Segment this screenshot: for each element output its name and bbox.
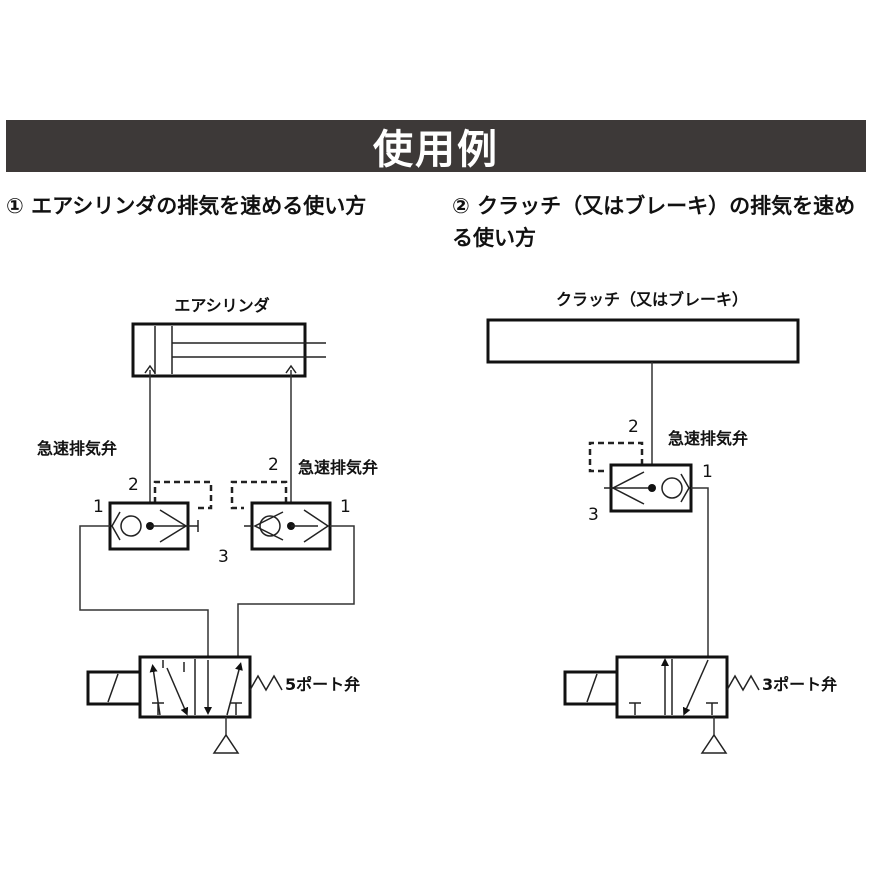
clutch-label: クラッチ（又はブレーキ） <box>556 290 748 309</box>
pipe-right-to-5port <box>237 525 355 657</box>
three-port-valve-label: 3ポート弁 <box>762 675 837 694</box>
quick-exhaust-valve-clutch <box>588 441 693 513</box>
banner-title: 使用例 <box>373 127 499 173</box>
five-port-valve-label: 5ポート弁 <box>285 675 360 694</box>
pipe-valve-to-3port <box>691 487 709 657</box>
section1-heading: ① エアシリンダの排気を速める使い方 <box>6 194 367 218</box>
title-banner: 使用例 <box>6 120 866 173</box>
cylinder-label: エアシリンダ <box>174 296 269 315</box>
clutch-box <box>486 318 800 364</box>
port-3: 3 <box>218 547 229 567</box>
port-2-left: 2 <box>128 475 139 495</box>
three-port-valve-symbol <box>563 655 760 754</box>
air-cylinder-symbol <box>131 322 326 378</box>
valve-label-clutch: 急速排気弁 <box>668 429 748 448</box>
port-3-clutch: 3 <box>588 505 599 525</box>
section2-heading: ② クラッチ（又はブレーキ）の排気を速める使い方 <box>452 194 856 250</box>
port-1-right: 1 <box>340 497 351 517</box>
valve-label-right: 急速排気弁 <box>298 458 378 477</box>
valve-label-left: 急速排気弁 <box>37 439 117 458</box>
port-1-clutch: 1 <box>702 462 713 482</box>
five-port-valve-symbol <box>86 655 283 754</box>
quick-exhaust-valve-right <box>230 480 332 551</box>
quick-exhaust-valve-left <box>108 480 213 551</box>
section2-diagram: クラッチ（又はブレーキ） 2 急速排気弁 1 3 <box>486 290 837 754</box>
port-2-right: 2 <box>268 455 279 475</box>
section1-diagram: エアシリンダ 急速排気弁 急速排気弁 2 2 1 1 3 <box>37 296 378 754</box>
port-1-left: 1 <box>93 497 104 517</box>
pipe-left-to-5port <box>79 525 209 657</box>
port-2-clutch: 2 <box>628 417 639 437</box>
